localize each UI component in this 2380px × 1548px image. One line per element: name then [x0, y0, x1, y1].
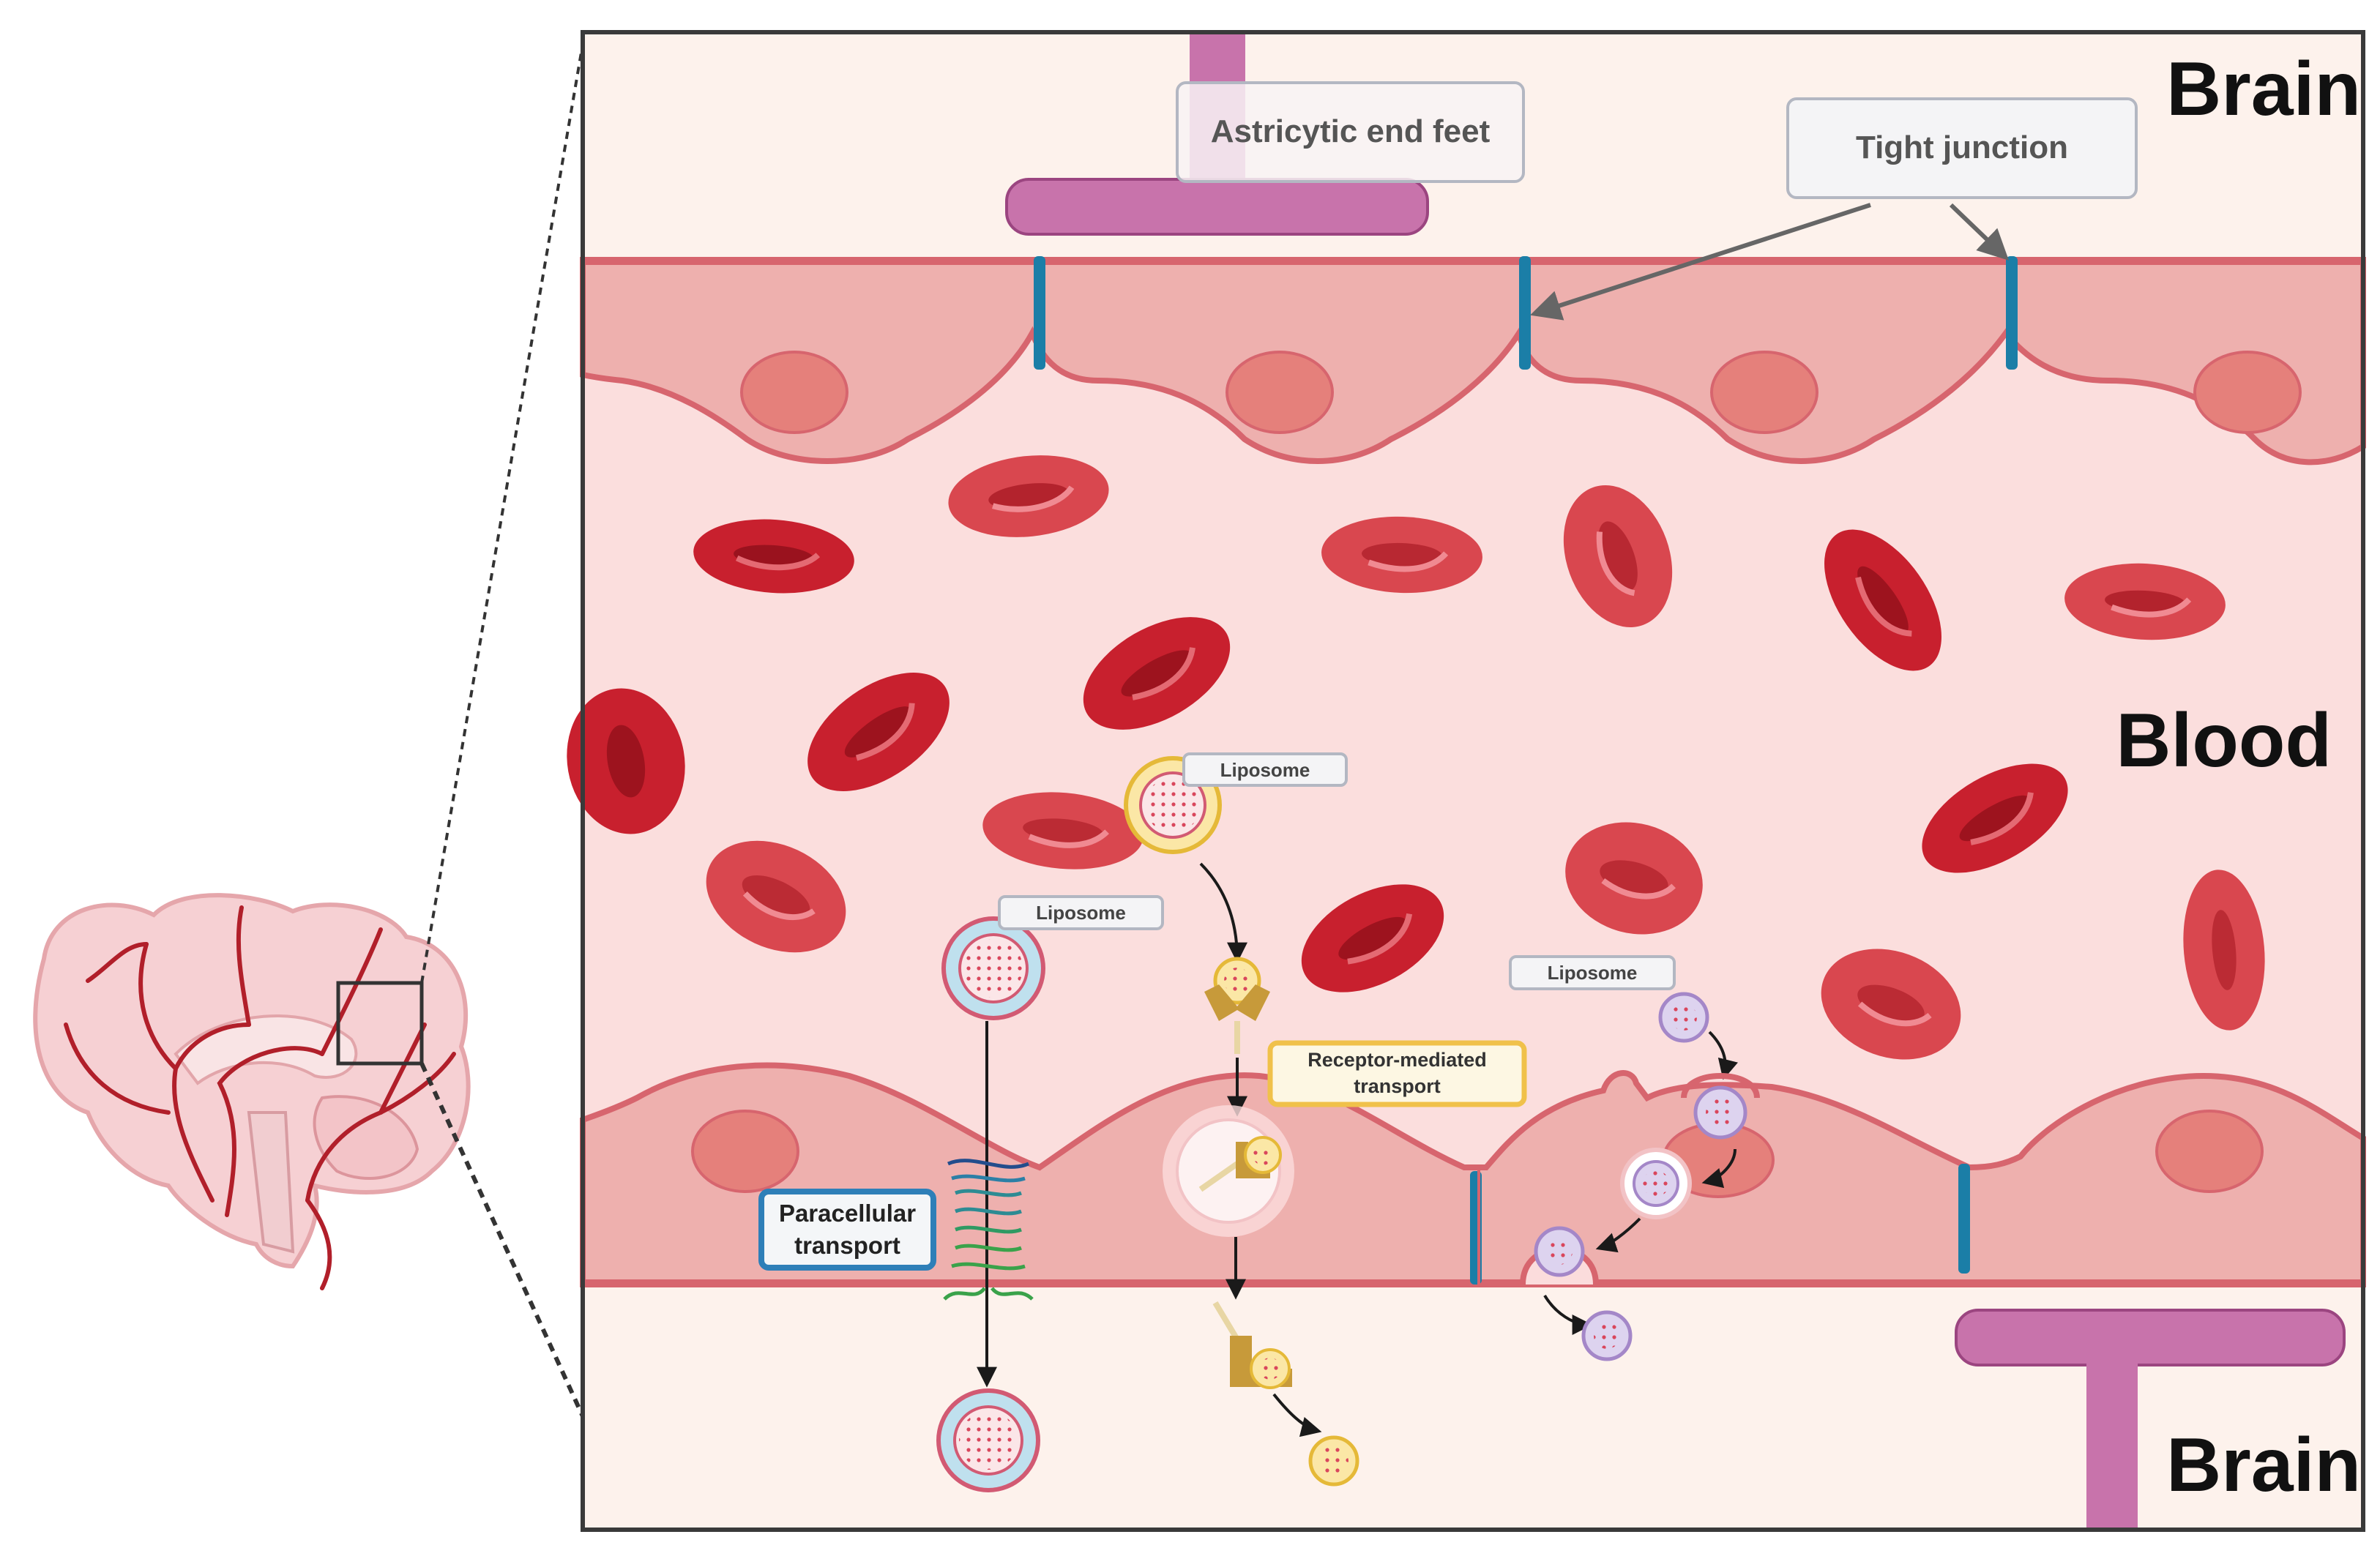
liposome-transcytosis-released	[1581, 1310, 1633, 1361]
liposome-receptor-top	[1124, 756, 1222, 854]
astrocytic-end-feet-bottom	[1955, 1309, 2346, 1530]
tight-junction-marker	[1958, 1164, 1970, 1274]
tight-junction-label-box	[1786, 97, 2138, 199]
nucleus	[2155, 1110, 2264, 1193]
nucleus	[1226, 351, 1334, 434]
receptor-label-box	[1267, 1040, 1527, 1107]
liposome-label-box	[1182, 752, 1348, 787]
liposome-label: Liposome	[1547, 962, 1638, 984]
nucleus	[740, 351, 848, 434]
liposome-transcytosis-top	[1658, 992, 1709, 1043]
vesicle-intracellular	[1620, 1148, 1692, 1219]
brain-top-label: Brain	[2166, 47, 2361, 132]
red-blood-cells	[567, 455, 2265, 1060]
zoom-line-top	[420, 43, 584, 984]
brain-illustration	[33, 893, 471, 1290]
zoom-line-bottom	[419, 1062, 585, 1418]
receptor-mediated-label: Receptor-mediated transport	[1307, 1049, 1487, 1097]
paracellular-label-box	[758, 1189, 936, 1271]
nucleus	[1710, 351, 1818, 434]
blood-label: Blood	[2116, 698, 2332, 783]
liposome-receptor-bound	[1204, 957, 1270, 1054]
vesicle-exocytosis	[1520, 1226, 1599, 1285]
liposome-label-box	[1509, 955, 1676, 990]
tight-junction-arrow	[1949, 203, 2010, 261]
end-feet-label-box	[1176, 81, 1525, 183]
zoom-region-box	[336, 981, 424, 1066]
tight-junction-marker	[2006, 256, 2018, 370]
endosome	[1163, 1105, 1294, 1237]
tight-junction-arrow	[1530, 203, 1871, 321]
receptor-released	[1212, 1301, 1292, 1389]
vesicle-budding	[1681, 1073, 1760, 1140]
liposome-receptor-released	[1308, 1435, 1359, 1487]
liposome-paracellular-top	[941, 916, 1045, 1020]
liposome-label: Liposome	[1220, 759, 1310, 781]
paracellular-label: Paracellular transport	[778, 1200, 917, 1259]
nucleus	[2193, 351, 2302, 434]
end-feet-label: Astricytic end feet	[1210, 113, 1491, 149]
nucleus	[691, 1110, 799, 1193]
endothelium-top	[580, 257, 2366, 465]
liposome-label: Liposome	[1036, 902, 1126, 924]
tight-junction-marker	[1034, 256, 1045, 370]
liposome-label-box	[998, 895, 1164, 930]
panel-frame	[581, 30, 2365, 1532]
liposome-paracellular-bottom	[936, 1388, 1040, 1492]
main-panel	[567, 30, 2366, 1532]
tight-junction-label: Tight junction	[1855, 130, 2069, 165]
tight-junction-marker	[1519, 256, 1531, 370]
brain-bottom-label: Brain	[2166, 1423, 2361, 1508]
tight-junction-proteins	[943, 1159, 1034, 1301]
